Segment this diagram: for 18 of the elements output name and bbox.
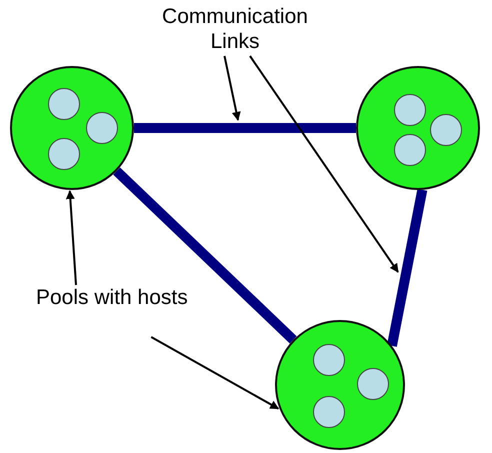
host-circle [394, 134, 426, 166]
link-line [113, 167, 297, 344]
leader-arrow [66, 190, 77, 286]
leader-arrow [224, 56, 241, 121]
host-circle [430, 114, 462, 146]
link-line [134, 123, 356, 133]
host-circle [48, 138, 80, 170]
host-circle [394, 94, 426, 126]
callout-label: Pools with hosts [36, 285, 196, 337]
host-circle [86, 112, 118, 144]
leader-arrow [249, 55, 399, 273]
leader-arrow [150, 336, 280, 410]
host-circle [48, 88, 80, 120]
host-circle [313, 396, 345, 428]
host-circle [313, 344, 345, 376]
callout-label: Communication Links [160, 4, 310, 56]
host-circle [357, 368, 389, 400]
link-line [387, 188, 428, 347]
